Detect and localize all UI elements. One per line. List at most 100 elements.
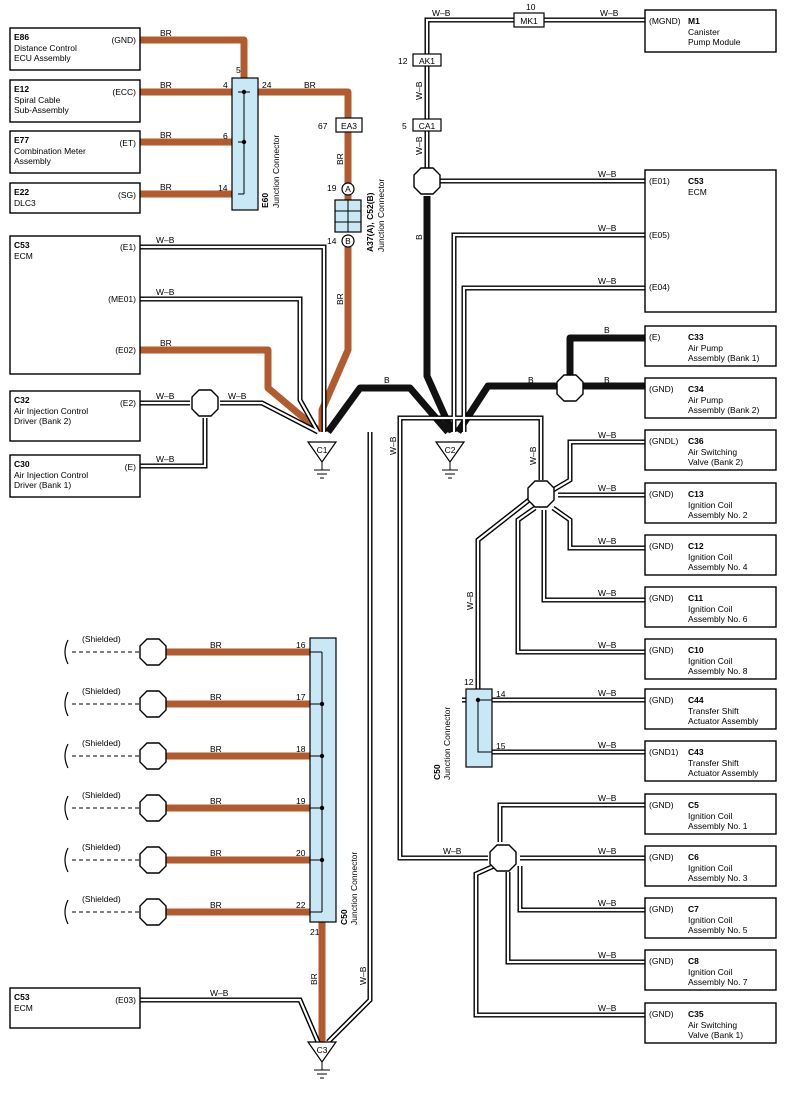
svg-text:(GND): (GND) xyxy=(649,800,674,810)
svg-text:Ignition Coil: Ignition Coil xyxy=(688,552,733,562)
svg-text:W–B: W–B xyxy=(598,846,617,856)
svg-text:C7: C7 xyxy=(688,904,699,914)
connector-a37-c52: A B 19 14 A37(A), C52(B) Junction Connec… xyxy=(327,179,386,252)
svg-text:Assembly No. 2: Assembly No. 2 xyxy=(688,510,748,520)
svg-text:W–B: W–B xyxy=(156,391,175,401)
svg-text:C32: C32 xyxy=(14,395,30,405)
svg-text:Air Injection Control: Air Injection Control xyxy=(14,406,88,416)
connector-ea3: EA3 67 xyxy=(318,117,363,133)
svg-text:E77: E77 xyxy=(14,135,29,145)
svg-text:18: 18 xyxy=(296,744,306,754)
svg-text:Ignition Coil: Ignition Coil xyxy=(688,915,733,925)
svg-text:A: A xyxy=(345,184,351,194)
shielded-terminal: (Shielded) xyxy=(64,634,167,666)
svg-text:B: B xyxy=(528,375,534,385)
svg-text:W–B: W–B xyxy=(358,966,368,985)
svg-text:(E1): (E1) xyxy=(120,242,136,252)
svg-text:21: 21 xyxy=(310,927,320,937)
svg-text:C5: C5 xyxy=(688,800,699,810)
svg-text:Assembly No. 8: Assembly No. 8 xyxy=(688,666,748,676)
svg-text:Combination Meter: Combination Meter xyxy=(14,146,86,156)
svg-text:Actuator Assembly: Actuator Assembly xyxy=(688,716,759,726)
connector-mk1: MK1 10 xyxy=(513,2,545,28)
svg-text:Valve (Bank 1): Valve (Bank 1) xyxy=(688,1030,743,1040)
svg-text:W–B: W–B xyxy=(414,81,424,100)
svg-text:BR: BR xyxy=(210,744,222,754)
svg-text:BR: BR xyxy=(210,848,222,858)
svg-text:E86: E86 xyxy=(14,32,29,42)
svg-text:W–B: W–B xyxy=(598,588,617,598)
svg-text:(E02): (E02) xyxy=(115,345,136,355)
component-e77: E77 Combination Meter Assembly (ET) xyxy=(9,130,141,174)
svg-text:C12: C12 xyxy=(688,541,704,551)
svg-text:Transfer Shift: Transfer Shift xyxy=(688,706,739,716)
shielded-terminal: (Shielded) xyxy=(64,894,167,926)
svg-text:BR: BR xyxy=(304,80,316,90)
svg-text:BR: BR xyxy=(335,293,345,305)
svg-text:Ignition Coil: Ignition Coil xyxy=(688,500,733,510)
svg-text:(GND): (GND) xyxy=(649,956,674,966)
svg-text:(E): (E) xyxy=(649,332,661,342)
svg-text:(GND): (GND) xyxy=(649,645,674,655)
svg-text:Spiral Cable: Spiral Cable xyxy=(14,95,61,105)
svg-text:4: 4 xyxy=(223,80,228,90)
svg-text:C53: C53 xyxy=(14,992,30,1002)
svg-text:W–B: W–B xyxy=(598,950,617,960)
connector-c50-lower: 16 17 18 19 20 22 21 C50 Junction Connec… xyxy=(296,637,359,937)
svg-text:Canister: Canister xyxy=(688,27,720,37)
svg-text:W–B: W–B xyxy=(598,640,617,650)
component-m1: (MGND) M1 Canister Pump Module xyxy=(644,9,777,53)
svg-text:14: 14 xyxy=(327,236,337,246)
svg-text:C53: C53 xyxy=(14,240,30,250)
svg-text:(E2): (E2) xyxy=(120,398,136,408)
shielded-terminal: (Shielded) xyxy=(64,790,167,822)
svg-text:16: 16 xyxy=(296,640,306,650)
svg-text:BR: BR xyxy=(160,28,172,38)
svg-text:Junction Connector: Junction Connector xyxy=(376,179,386,252)
connector-ak1: AK1 12 xyxy=(398,53,442,67)
component-c53-ecm-right: (E01) (E05) (E04) C53 ECM xyxy=(644,169,777,313)
component-c32: C32 Air Injection Control Driver (Bank 2… xyxy=(9,390,141,442)
svg-text:BR: BR xyxy=(210,796,222,806)
connector-c50-upper: 12 14 15 C50 Junction Connector xyxy=(432,677,506,780)
svg-text:Air Pump: Air Pump xyxy=(688,343,723,353)
svg-text:W–B: W–B xyxy=(156,235,175,245)
svg-text:Assembly (Bank 2): Assembly (Bank 2) xyxy=(688,405,759,415)
svg-text:C3: C3 xyxy=(317,1045,328,1055)
svg-text:12: 12 xyxy=(398,56,408,66)
svg-text:10: 10 xyxy=(526,2,536,12)
svg-text:6: 6 xyxy=(223,131,228,141)
component-e86: E86 Distance Control ECU Assembly (GND) xyxy=(9,27,141,71)
svg-text:(GND): (GND) xyxy=(649,384,674,394)
svg-text:W–B: W–B xyxy=(210,988,229,998)
svg-text:Junction Connector: Junction Connector xyxy=(271,135,281,208)
svg-text:(GND1): (GND1) xyxy=(649,747,678,757)
svg-text:(ECC): (ECC) xyxy=(112,87,136,97)
svg-text:W–B: W–B xyxy=(598,688,617,698)
svg-text:BR: BR xyxy=(160,338,172,348)
svg-text:Assembly (Bank 1): Assembly (Bank 1) xyxy=(688,353,759,363)
shielded-terminal: (Shielded) xyxy=(64,686,167,718)
svg-text:C50: C50 xyxy=(432,764,442,780)
svg-text:19: 19 xyxy=(327,183,337,193)
svg-text:C43: C43 xyxy=(688,747,704,757)
svg-text:(E04): (E04) xyxy=(649,282,670,292)
connector-ca1: CA1 5 xyxy=(402,118,442,132)
svg-text:C30: C30 xyxy=(14,459,30,469)
svg-text:Sub-Assembly: Sub-Assembly xyxy=(14,105,70,115)
component-c53-ecm-bottom: C53 ECM (E03) xyxy=(9,987,141,1029)
svg-text:(SG): (SG) xyxy=(118,190,136,200)
svg-text:W–B: W–B xyxy=(598,536,617,546)
svg-text:C34: C34 xyxy=(688,384,704,394)
svg-text:W–B: W–B xyxy=(465,591,475,610)
svg-text:C36: C36 xyxy=(688,436,704,446)
svg-text:W–B: W–B xyxy=(598,1003,617,1013)
svg-text:W–B: W–B xyxy=(598,740,617,750)
svg-text:M1: M1 xyxy=(688,16,700,26)
